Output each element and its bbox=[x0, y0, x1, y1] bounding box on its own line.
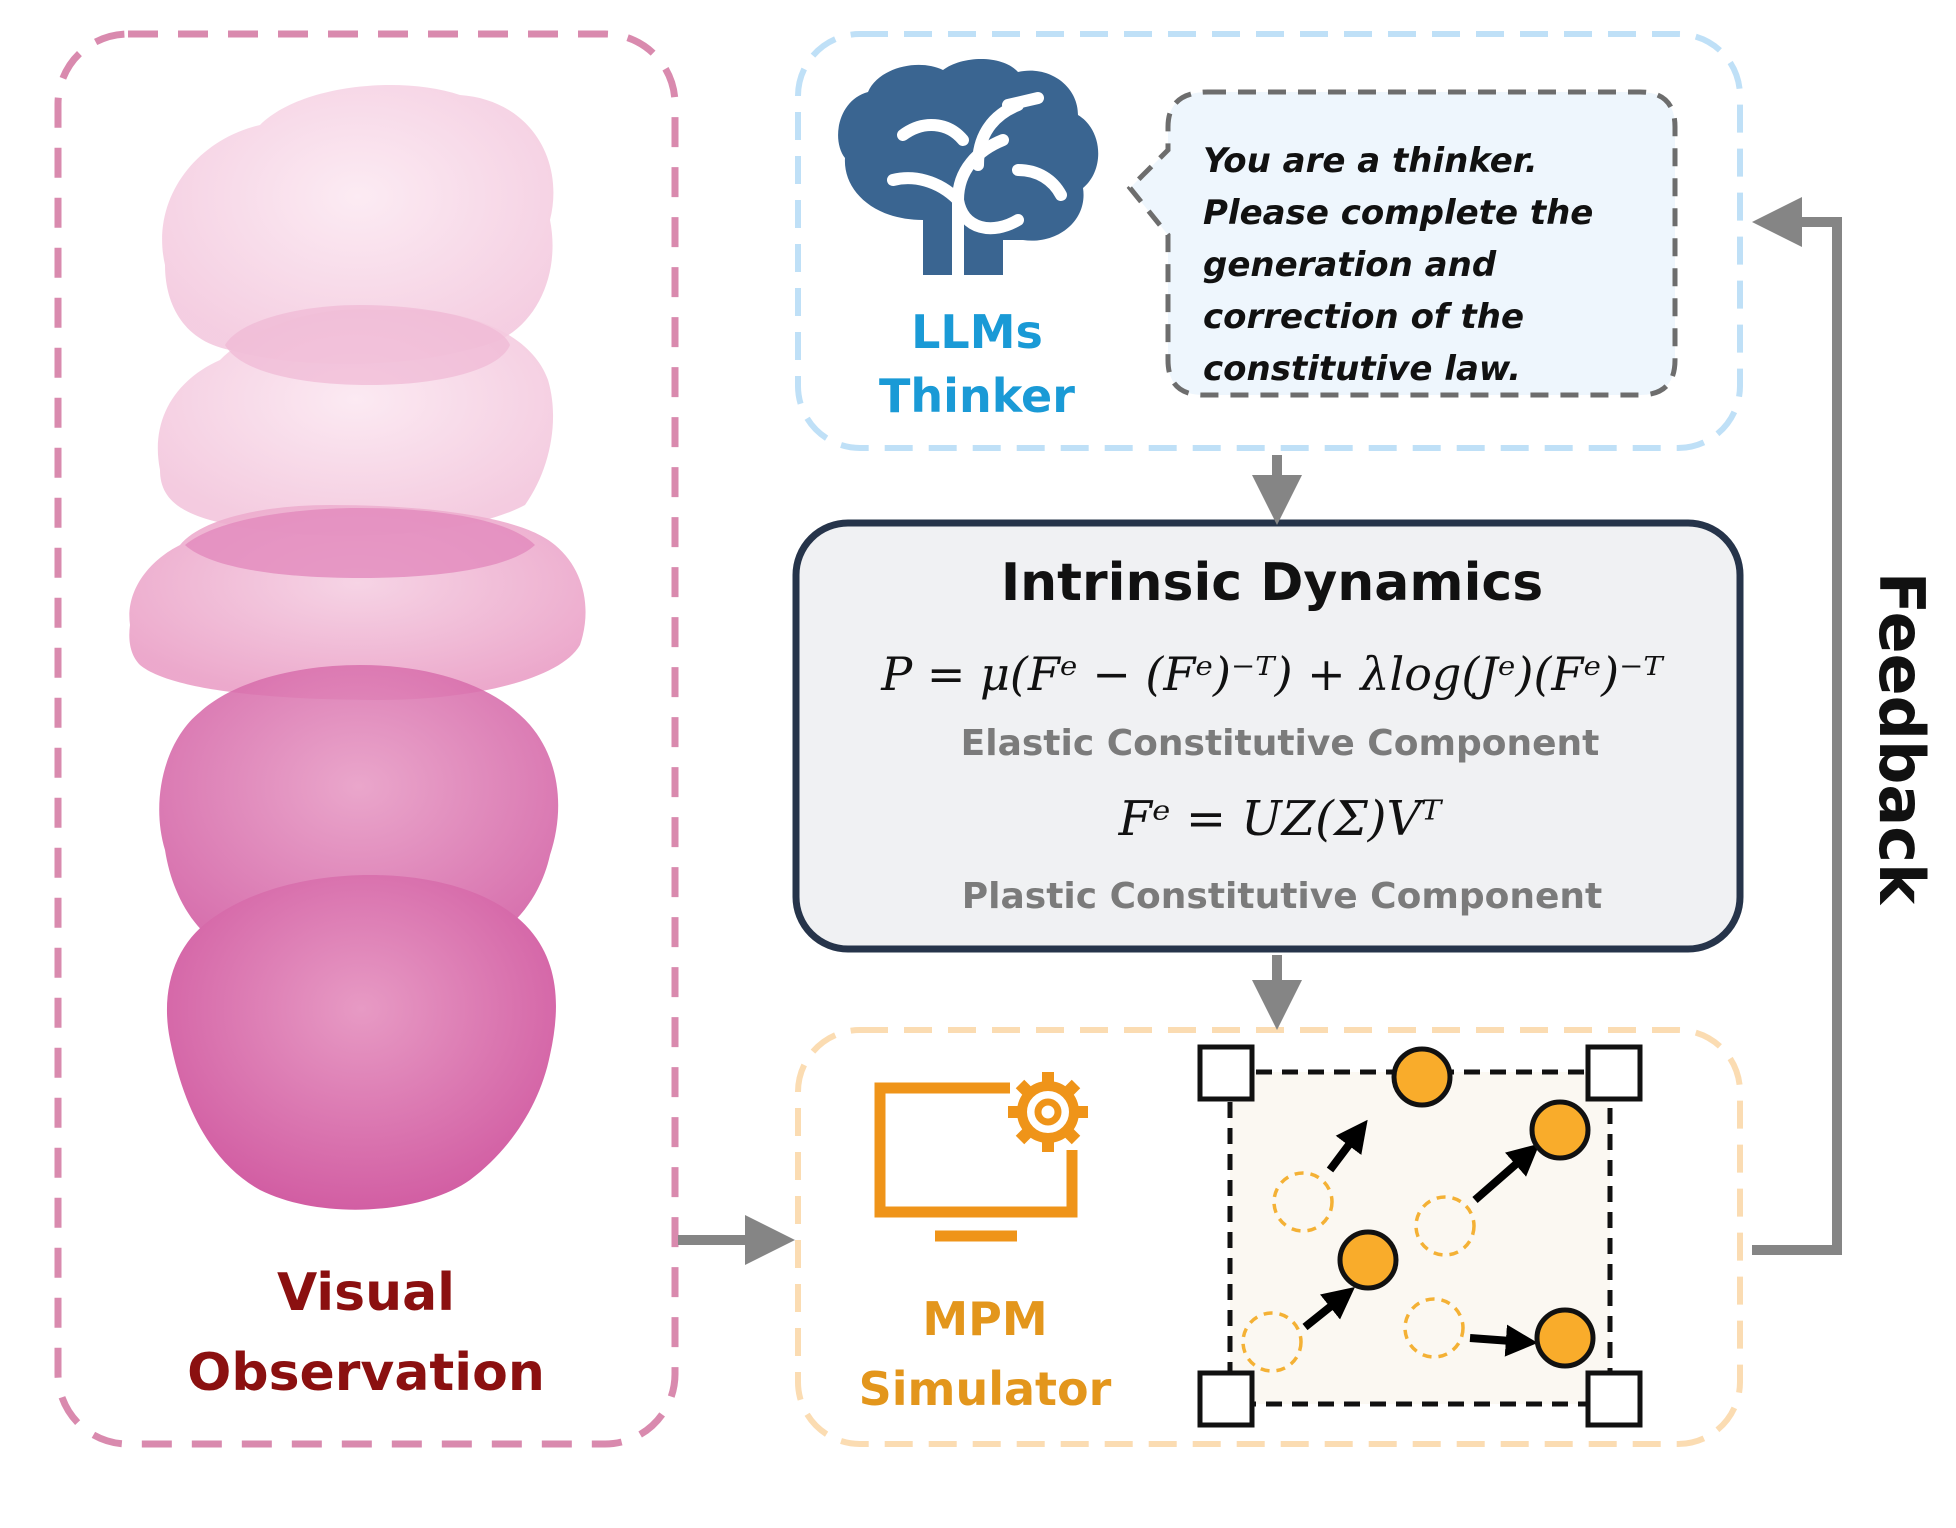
previous-particle bbox=[1272, 1171, 1334, 1233]
object-frame-5 bbox=[166, 875, 556, 1210]
visual-observation-label-line2: Observation bbox=[187, 1343, 545, 1403]
connectors bbox=[678, 197, 1842, 1265]
brain-icon bbox=[838, 58, 1099, 281]
speech-bubble bbox=[1126, 89, 1678, 398]
intrinsic-dynamics-title: Intrinsic Dynamics bbox=[1001, 553, 1543, 613]
particle-icon bbox=[1534, 1307, 1596, 1369]
simulator-label-line1: MPM bbox=[922, 1292, 1047, 1346]
motion-arrow bbox=[1469, 1324, 1538, 1357]
deforming-object-sequence bbox=[129, 85, 586, 1210]
grid-node bbox=[1585, 1044, 1643, 1102]
particle-icon bbox=[1529, 1099, 1591, 1161]
thinker-panel: LLMs Thinker bbox=[795, 31, 1743, 451]
grid-node bbox=[1197, 1370, 1255, 1428]
thinker-border bbox=[795, 31, 1743, 451]
simulator-border bbox=[795, 1027, 1743, 1447]
previous-particle bbox=[1403, 1297, 1465, 1359]
plastic-equation: Fᵉ = UZ(Σ)Vᵀ bbox=[1118, 791, 1444, 847]
thinker-prompt: You are a thinker. Please complete the g… bbox=[1203, 141, 1594, 389]
thinker-label-line2: Thinker bbox=[879, 369, 1075, 423]
grid-node bbox=[1197, 1044, 1255, 1102]
object-frame-1 bbox=[162, 85, 554, 364]
particle-icon bbox=[1337, 1229, 1399, 1291]
intrinsic-dynamics-box: Intrinsic Dynamics P = μ(Fᵉ − (Fᵉ)⁻ᵀ) + … bbox=[792, 519, 1744, 953]
mpm-grid bbox=[1197, 1044, 1643, 1428]
simulator-panel: MPM Simulator bbox=[795, 1027, 1743, 1447]
grid-node bbox=[1585, 1370, 1643, 1428]
plastic-caption: Plastic Constitutive Component bbox=[962, 876, 1602, 917]
previous-particle bbox=[1414, 1195, 1476, 1257]
visual-observation-border bbox=[54, 30, 679, 1448]
visual-observation-panel: Visual Observation bbox=[54, 30, 679, 1448]
previous-particle bbox=[1241, 1311, 1303, 1373]
monitor-gear-icon bbox=[874, 1072, 1088, 1242]
particle-icon bbox=[1391, 1046, 1453, 1108]
thinker-label-line1: LLMs bbox=[911, 305, 1043, 359]
feedback-arrow bbox=[1752, 197, 1842, 1255]
feedback-label: Feedback bbox=[1865, 572, 1938, 906]
object-frame-3-top bbox=[185, 508, 535, 578]
motion-arrow bbox=[1326, 1119, 1368, 1173]
object-frame-2-top bbox=[225, 305, 510, 385]
elastic-caption: Elastic Constitutive Component bbox=[961, 723, 1600, 764]
motion-arrow bbox=[1472, 1143, 1540, 1204]
motion-arrow bbox=[1302, 1287, 1355, 1331]
visual-observation-label-line1: Visual bbox=[277, 1263, 455, 1323]
elastic-equation: P = μ(Fᵉ − (Fᵉ)⁻ᵀ) + λlog(Jᵉ)(Fᵉ)⁻ᵀ bbox=[880, 647, 1665, 701]
simulator-label-line2: Simulator bbox=[859, 1362, 1112, 1416]
